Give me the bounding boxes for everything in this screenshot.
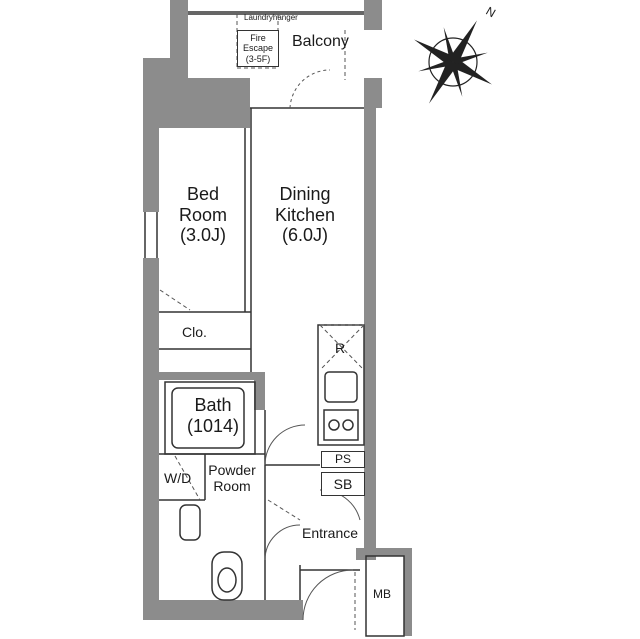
powder-line-1: Powder bbox=[208, 462, 256, 478]
bath-label: Bath (1014) bbox=[178, 395, 248, 436]
bedroom-line-2: Room bbox=[178, 204, 227, 225]
powder-line-2: Room bbox=[213, 478, 251, 495]
refrigerator-label: R bbox=[335, 340, 346, 356]
dk-line-2: Kitchen bbox=[274, 204, 336, 225]
wd-label: W/D bbox=[164, 470, 192, 486]
mb-label: MB bbox=[373, 587, 391, 601]
compass-icon bbox=[414, 20, 492, 104]
balcony-label: Balcony bbox=[292, 33, 349, 50]
closet-label: Clo. bbox=[182, 324, 207, 340]
dining-kitchen-label: Dining Kitchen (6.0J) bbox=[270, 184, 340, 246]
dk-line-3: (6.0J) bbox=[281, 225, 328, 246]
bath-line-1: Bath bbox=[194, 395, 232, 415]
ps-label: PS bbox=[321, 451, 365, 468]
fire-escape-label: Fire Escape (3-5F) bbox=[237, 30, 279, 68]
powder-room-label: Powder Room bbox=[204, 462, 260, 494]
bedroom-line-1: Bed bbox=[186, 184, 220, 204]
sb-label: SB bbox=[321, 472, 365, 496]
fire-escape-line-1: Fire bbox=[250, 33, 266, 43]
laundry-label: Laundryhanger bbox=[244, 13, 298, 22]
bedroom-label: Bed Room (3.0J) bbox=[172, 184, 234, 246]
dk-line-1: Dining bbox=[279, 184, 331, 204]
interior-lines bbox=[144, 11, 405, 637]
entrance-label: Entrance bbox=[302, 525, 359, 542]
exterior-walls bbox=[143, 0, 412, 636]
bath-line-2: (1014) bbox=[186, 415, 240, 436]
bedroom-line-3: (3.0J) bbox=[179, 225, 226, 246]
fire-escape-line-3: (3-5F) bbox=[245, 53, 271, 64]
dashed-lines bbox=[159, 14, 365, 630]
fire-escape-line-2: Escape bbox=[242, 43, 274, 54]
